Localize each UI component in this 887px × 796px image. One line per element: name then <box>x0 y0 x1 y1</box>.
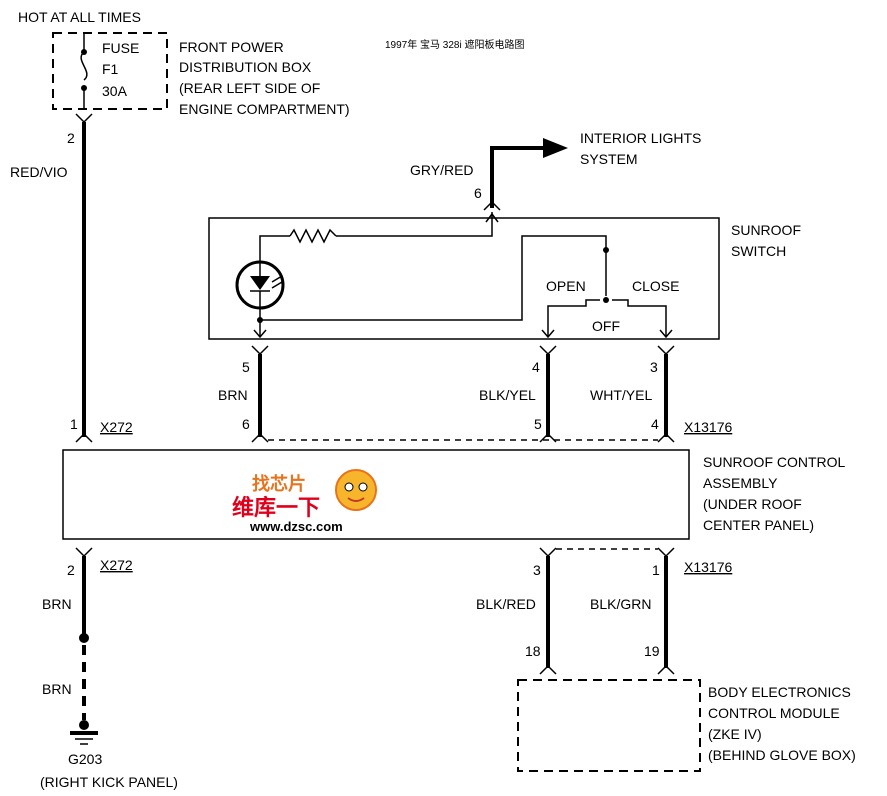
front-power-label-1: FRONT POWER <box>179 39 284 55</box>
switch-close-label: CLOSE <box>632 278 679 294</box>
wire-blk-red-label: BLK/RED <box>476 596 536 612</box>
ctrl-bot-pin1-connector <box>657 547 675 558</box>
bem-label-1: BODY ELECTRONICS <box>708 684 851 700</box>
ctrl-top-pin1: 1 <box>70 416 78 432</box>
ctrl-bot-pin2: 2 <box>67 562 75 578</box>
ground-location: (RIGHT KICK PANEL) <box>40 774 178 790</box>
wire-blk-yel-label: BLK/YEL <box>479 387 536 403</box>
ctrl-top-x272: X272 <box>100 419 133 435</box>
interior-lights-label-1: INTERIOR LIGHTS <box>580 130 701 146</box>
switch-light-connector <box>483 200 501 211</box>
ground-name: G203 <box>68 751 102 767</box>
switch-internals <box>235 212 673 339</box>
switch-pin5-connector <box>251 345 269 356</box>
ctrl-bot-x272: X272 <box>100 557 133 573</box>
bem-pin18-connector <box>539 664 557 675</box>
fuse-rating-label: 30A <box>102 83 128 99</box>
ctrl-bot-pin3-connector <box>539 547 557 558</box>
bem-label-3: (ZKE IV) <box>708 726 762 742</box>
switch-brn-pin: 5 <box>242 359 250 375</box>
bem-pin18: 18 <box>525 643 541 659</box>
control-label-2: ASSEMBLY <box>703 475 778 491</box>
resistor-symbol <box>289 228 337 244</box>
watermark-line1: 找芯片 <box>252 473 306 494</box>
control-label-1: SUNROOF CONTROL <box>703 454 846 470</box>
switch-wht-yel-pin: 3 <box>650 359 658 375</box>
ctrl-top-pin5-connector <box>539 432 557 443</box>
ctrl-top-pin6: 6 <box>242 416 250 432</box>
fuse-symbol <box>80 33 88 109</box>
control-label-4: CENTER PANEL) <box>703 517 814 533</box>
ground-icon <box>70 720 98 745</box>
ctrl-top-pin4: 4 <box>651 416 659 432</box>
wire-brn-low2-label: BRN <box>42 681 72 697</box>
ctrl-top-pin4-connector <box>657 432 675 443</box>
ctrl-top-pin1-connector <box>75 432 93 443</box>
diagram-title: 1997年 宝马 328i 遮阳板电路图 <box>385 38 525 51</box>
wire-brn-low1-label: BRN <box>42 596 72 612</box>
fuse-output-connector <box>75 113 93 124</box>
sunroof-switch-label-2: SWITCH <box>731 243 786 259</box>
fuse-id-label: F1 <box>102 61 119 77</box>
wire-gry-red <box>490 146 545 208</box>
switch-pin3-connector <box>657 345 675 356</box>
switch-pin4-connector <box>539 345 557 356</box>
switch-open-label: OPEN <box>546 278 586 294</box>
bem-box-outline <box>517 679 701 772</box>
control-label-3: (UNDER ROOF <box>703 496 802 512</box>
wire-wht-yel-label: WHT/YEL <box>590 387 652 403</box>
sunroof-switch-box <box>208 217 720 340</box>
interior-lights-arrow <box>543 138 568 158</box>
interior-lights-label-2: SYSTEM <box>580 151 638 167</box>
ctrl-top-pin6-connector <box>251 432 269 443</box>
hot-at-all-times-label: HOT AT ALL TIMES <box>18 9 141 25</box>
ctrl-bot-pin2-connector <box>75 547 93 558</box>
watermark-logo: 找芯片 维库一下 www.dzsc.com <box>232 469 377 534</box>
switch-blk-yel-pin: 4 <box>532 359 540 375</box>
wire-blk-grn-label: BLK/GRN <box>590 596 651 612</box>
front-power-label-4: ENGINE COMPARTMENT) <box>179 101 350 117</box>
ctrl-bot-pin3: 3 <box>533 562 541 578</box>
wire-gry-red-label: GRY/RED <box>410 162 474 178</box>
ctrl-bot-x13176: X13176 <box>684 559 732 575</box>
sunroof-switch-label-1: SUNROOF <box>731 222 801 238</box>
bem-pin19: 19 <box>644 643 660 659</box>
watermark-line3: www.dzsc.com <box>249 519 343 534</box>
fuse-name-label: FUSE <box>102 40 139 56</box>
front-power-label-3: (REAR LEFT SIDE OF <box>179 80 320 96</box>
wire-red-vio-label: RED/VIO <box>10 164 68 180</box>
bem-pin19-connector <box>657 664 675 675</box>
switch-off-label: OFF <box>592 318 620 334</box>
bem-label-4: (BEHIND GLOVE BOX) <box>708 747 856 763</box>
fuse-box-outline <box>52 32 168 110</box>
splice-dot <box>79 633 89 643</box>
ctrl-top-pin5: 5 <box>534 416 542 432</box>
front-power-label-2: DISTRIBUTION BOX <box>179 59 312 75</box>
switch-light-pin: 6 <box>474 185 482 201</box>
bem-label-2: CONTROL MODULE <box>708 705 840 721</box>
mascot-icon <box>335 469 377 511</box>
watermark-line2: 维库一下 <box>232 495 320 520</box>
ctrl-bot-pin1: 1 <box>652 562 660 578</box>
ctrl-top-x13176: X13176 <box>684 419 732 435</box>
fuse-output-pin: 2 <box>67 130 75 146</box>
wire-brn-top-label: BRN <box>218 387 248 403</box>
